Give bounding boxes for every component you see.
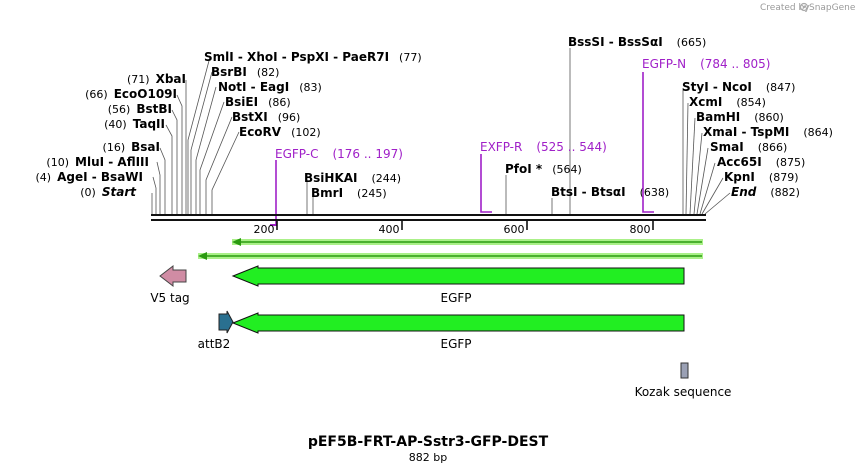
primers-group: EGFP-C(176 .. 197) EXFP-R(525 .. 544) EG…: [270, 57, 771, 226]
site-label: BmrI(245): [311, 186, 387, 200]
feature-label: Kozak sequence: [635, 385, 732, 399]
feature-label: V5 tag: [150, 291, 189, 305]
ruler-tick-label: 600: [504, 223, 525, 236]
plasmid-length: 882 bp: [409, 451, 447, 464]
site-label: (10)MluI - AflIII: [46, 155, 149, 169]
ruler-tick-label: 200: [254, 223, 275, 236]
site-label: BamHI(860): [696, 110, 784, 124]
backbone: [151, 214, 706, 221]
plasmid-name: pEF5B-FRT-AP-Sstr3-GFP-DEST: [308, 434, 549, 450]
site-label: KpnI(879): [724, 170, 799, 184]
site-label-end: End(882): [731, 185, 800, 199]
site-label: BsrBI(82): [211, 65, 279, 79]
site-label: BsiHKAI(244): [304, 171, 401, 185]
site-label: BssSI - BssSαI(665): [568, 35, 706, 49]
site-label: PfoI *(564): [505, 162, 582, 176]
sites-left-group: (71)XbaI (66)EcoO109I (56)BstBI (40)TaqI…: [36, 72, 187, 199]
site-label: (16)BsaI: [103, 140, 160, 154]
primer-label: EGFP-N(784 .. 805): [642, 57, 771, 71]
feature-label: EGFP: [440, 337, 471, 351]
site-label: BtsI - BtsαI(638): [551, 185, 669, 199]
site-label: SmaI(866): [710, 140, 787, 154]
credit-brand: SnapGene: [809, 3, 856, 13]
site-label: XmaI - TspMI(864): [703, 125, 833, 139]
site-connector-lines: [151, 48, 731, 215]
feature-egfp-2: EGFP: [231, 312, 685, 351]
site-label: NotI - EagI(83): [218, 80, 322, 94]
feature-label: EGFP: [440, 291, 471, 305]
site-label: (66)EcoO109I: [85, 87, 177, 101]
primer-label: EXFP-R(525 .. 544): [480, 140, 607, 154]
site-label: StyI - NcoI(847): [682, 80, 795, 94]
site-label: (56)BstBI: [108, 102, 172, 116]
site-label: BsiEI(86): [225, 95, 291, 109]
credit-text: Created by: [760, 3, 810, 13]
site-label-start: (0)Start: [80, 185, 137, 199]
snapgene-logo-icon: [799, 2, 809, 12]
ruler-tick-label: 400: [379, 223, 400, 236]
feature-attb2: attB2: [198, 310, 234, 351]
site-label: (4)AgeI - BsaWI: [36, 170, 144, 184]
site-label: BstXI(96): [232, 110, 300, 124]
site-label: (71)XbaI: [127, 72, 186, 86]
feature-egfp-1: EGFP: [231, 265, 685, 305]
orf-arrows: [198, 238, 703, 260]
feature-kozak: Kozak sequence: [635, 362, 732, 399]
feature-v5-tag: V5 tag: [150, 264, 190, 305]
ruler-tick-label: 800: [630, 223, 651, 236]
site-label: EcoRV(102): [239, 125, 321, 139]
site-label: SmlI - XhoI - PspXI - PaeR7I(77): [204, 50, 422, 64]
sites-mid-group: SmlI - XhoI - PspXI - PaeR7I(77) BsrBI(8…: [204, 35, 706, 200]
site-label: Acc65I(875): [717, 155, 805, 169]
ruler: 200 400 600 800: [254, 221, 654, 236]
feature-label: attB2: [198, 337, 231, 351]
site-label: (40)TaqII: [104, 117, 165, 131]
primer-label: EGFP-C(176 .. 197): [275, 147, 403, 161]
sites-right-group: StyI - NcoI(847) XcmI(854) BamHI(860) Xm…: [682, 80, 833, 199]
site-label: XcmI(854): [689, 95, 766, 109]
